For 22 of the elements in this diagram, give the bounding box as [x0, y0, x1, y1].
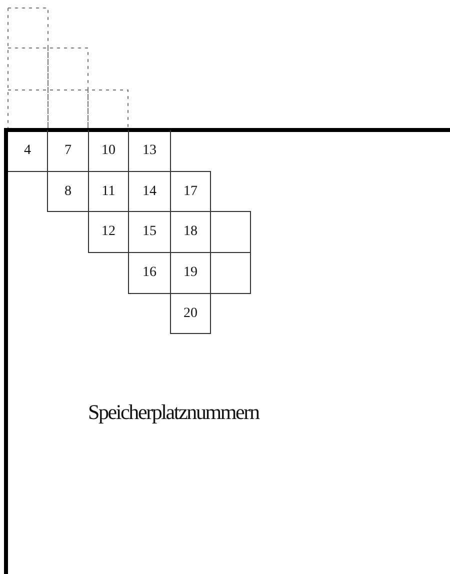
cell-number: 12 — [102, 224, 116, 240]
matrix-cell — [170, 293, 211, 334]
matrix-cell — [88, 211, 129, 253]
cell-number: 11 — [102, 184, 116, 200]
cell-number: 18 — [184, 224, 198, 240]
cell-number: 4 — [24, 142, 31, 158]
cell-number: 13 — [142, 142, 156, 158]
cell-number: 16 — [142, 265, 156, 281]
empty-cell — [210, 252, 251, 294]
matrix-cell — [128, 252, 171, 294]
cell-number: 10 — [102, 142, 116, 158]
cell-number: 15 — [142, 224, 156, 240]
cell-number: 8 — [64, 184, 72, 200]
empty-cell — [210, 211, 251, 253]
caption-text: Speicherplatznummern — [88, 400, 259, 425]
cell-number: 14 — [142, 184, 156, 200]
matrix-cell — [47, 171, 89, 212]
cell-number: 19 — [184, 265, 198, 281]
cell-number: 17 — [184, 184, 198, 200]
cell-number: 20 — [184, 306, 198, 322]
matrix-cell — [170, 171, 211, 212]
cell-number: 7 — [64, 142, 72, 158]
